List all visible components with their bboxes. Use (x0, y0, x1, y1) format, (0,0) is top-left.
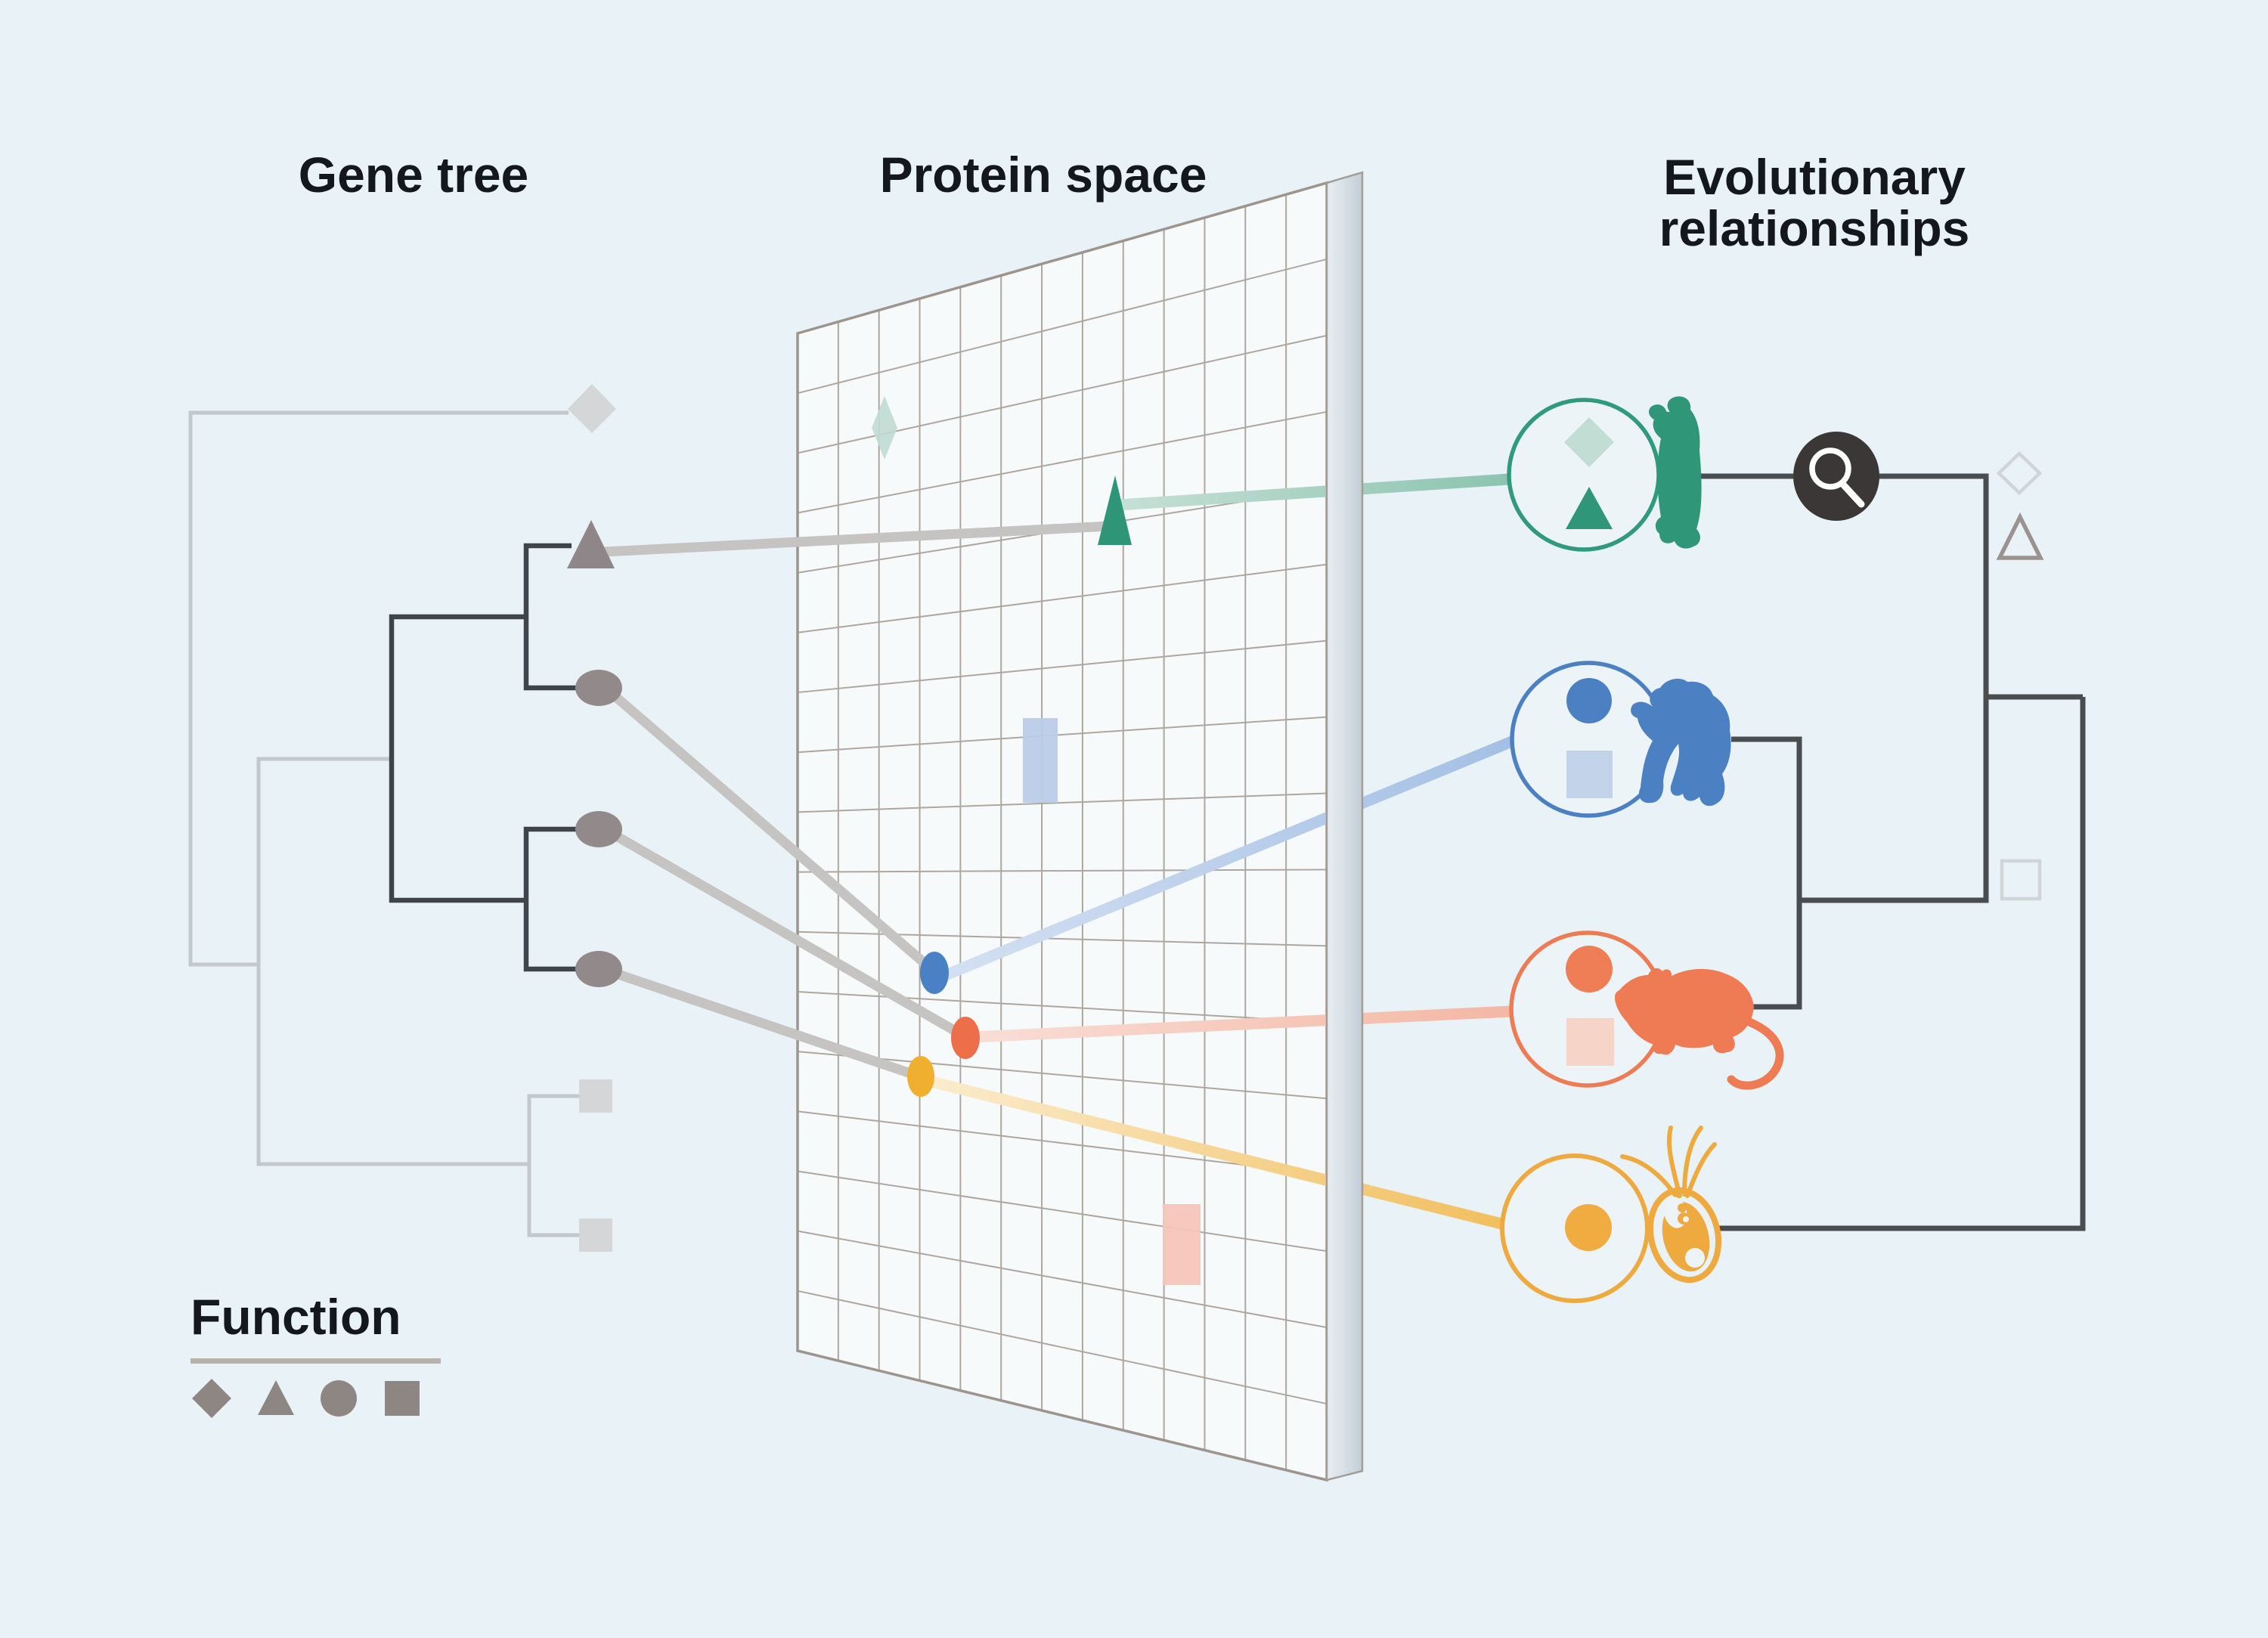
faded-diamond-point (872, 396, 897, 460)
chimp-square-faded (1566, 751, 1613, 798)
grid-line (797, 639, 1328, 694)
alga-dot-3 (1683, 1216, 1689, 1222)
mouse-tail (1727, 1017, 1784, 1090)
magnifier (1793, 432, 1879, 521)
connector-yellow (922, 1075, 1510, 1231)
legend-circle-icon (321, 1380, 357, 1417)
clade-circles (523, 826, 578, 972)
branch-alga (1716, 697, 2086, 1231)
grid-line (797, 410, 1328, 514)
branch-squares (527, 1094, 581, 1237)
gibbon-arm (1662, 411, 1680, 444)
legend-divider (191, 1358, 441, 1364)
alga-membrane (1647, 1187, 1722, 1283)
grid-line (797, 1230, 1328, 1329)
organism-gene-shapes (1564, 417, 1614, 1251)
function-legend (191, 1358, 441, 1418)
legend-shapes (192, 1379, 420, 1418)
gene-tree-leaves (567, 384, 622, 1252)
connector-circle-2 (602, 825, 974, 1044)
mouse-square-faded (1566, 1018, 1614, 1066)
alga-circle-gene (1565, 1204, 1612, 1251)
magnifying-glass-icon (1809, 447, 1851, 490)
connector-circle-3 (602, 965, 929, 1083)
grid-line (797, 1170, 1328, 1252)
protein-space-title: Protein space (879, 147, 1207, 203)
blue-circle-point (920, 952, 949, 994)
leaf-circle-3 (575, 951, 622, 987)
plane-face (798, 183, 1327, 1480)
magnifying-glass-handle (1840, 481, 1865, 508)
branch-diamond (188, 410, 569, 967)
gene-to-protein-connectors (600, 521, 1115, 1083)
grid-line (797, 792, 1328, 813)
protein-to-organism-connectors (922, 473, 1520, 1231)
leaf-square-1 (579, 1079, 612, 1113)
alga-dot-1 (1678, 1203, 1687, 1212)
legend-diamond-icon (192, 1379, 231, 1418)
function-legend-title: Function (191, 1289, 401, 1345)
species-tree-branches (1699, 473, 2086, 1231)
connector-teal (1113, 473, 1515, 511)
organism-circles (1500, 398, 1667, 1303)
magnifier-disc (1793, 432, 1879, 521)
gene-clade-branches (389, 543, 578, 972)
protein-space-plane (796, 181, 1328, 1482)
grid-line (797, 1290, 1328, 1405)
grid-line (797, 990, 1328, 1023)
connector-pink (967, 1005, 1518, 1043)
gene-tree-title: Gene tree (298, 147, 529, 203)
grid-line (797, 1051, 1328, 1100)
leaf-circle-1 (575, 670, 622, 706)
clade-outer (389, 614, 526, 903)
orange-circle-point (951, 1017, 980, 1059)
plane-faded-shapes (872, 396, 1201, 1285)
yellow-circle-point (907, 1056, 934, 1097)
gene-tree (188, 384, 622, 1252)
leaf-diamond (568, 384, 616, 433)
plane-edge-bar (1325, 171, 1364, 1482)
legend-square-icon (385, 1381, 420, 1416)
grid-line (797, 869, 1328, 873)
alga-silhouette (1620, 1126, 1722, 1283)
faded-blue-square-point (1023, 718, 1058, 803)
grid-line (797, 716, 1328, 754)
lost-gene-markers (1996, 451, 2044, 901)
connector-triangle (600, 521, 1115, 557)
mouse-silhouette (1615, 968, 1754, 1055)
organism-silhouettes (1615, 396, 1784, 1283)
leaf-triangle (567, 520, 615, 568)
bar-face (1325, 171, 1364, 1482)
grid-line (797, 1110, 1328, 1176)
leaf-square-2 (579, 1218, 612, 1252)
species-outline-branches (188, 410, 581, 1237)
faded-pink-square-point (1163, 1204, 1201, 1285)
evolutionary-relationships (1500, 396, 2086, 1303)
alga-pyrenoid (1685, 1248, 1705, 1268)
teal-triangle-point (1098, 475, 1132, 545)
gibbon-silhouette (1649, 396, 1702, 549)
grid-line (797, 563, 1328, 633)
connector-blue (936, 735, 1520, 983)
lost-triangle-icon (1996, 512, 2044, 560)
chimpanzee-silhouette (1631, 678, 1731, 807)
branch-gibbon-root (1699, 473, 1989, 903)
legend-triangle-icon (258, 1380, 294, 1415)
mouse-circle-gene (1566, 946, 1613, 992)
branch-chimp-mouse (1722, 736, 1802, 1010)
evolutionary-relationships-title: Evolutionary relationships (1659, 149, 1970, 256)
grid-line (797, 258, 1328, 395)
gibbon-triangle (1566, 487, 1613, 529)
lost-diamond-icon (1996, 451, 2043, 496)
leaf-circle-2 (575, 811, 622, 847)
branch-spine (256, 757, 529, 1166)
connector-circle-1 (602, 684, 943, 980)
lost-square-icon (2000, 859, 2042, 901)
chimp-circle-gene (1566, 678, 1612, 723)
protein-points (907, 475, 1132, 1097)
gibbon-diamond-faded (1564, 417, 1614, 467)
